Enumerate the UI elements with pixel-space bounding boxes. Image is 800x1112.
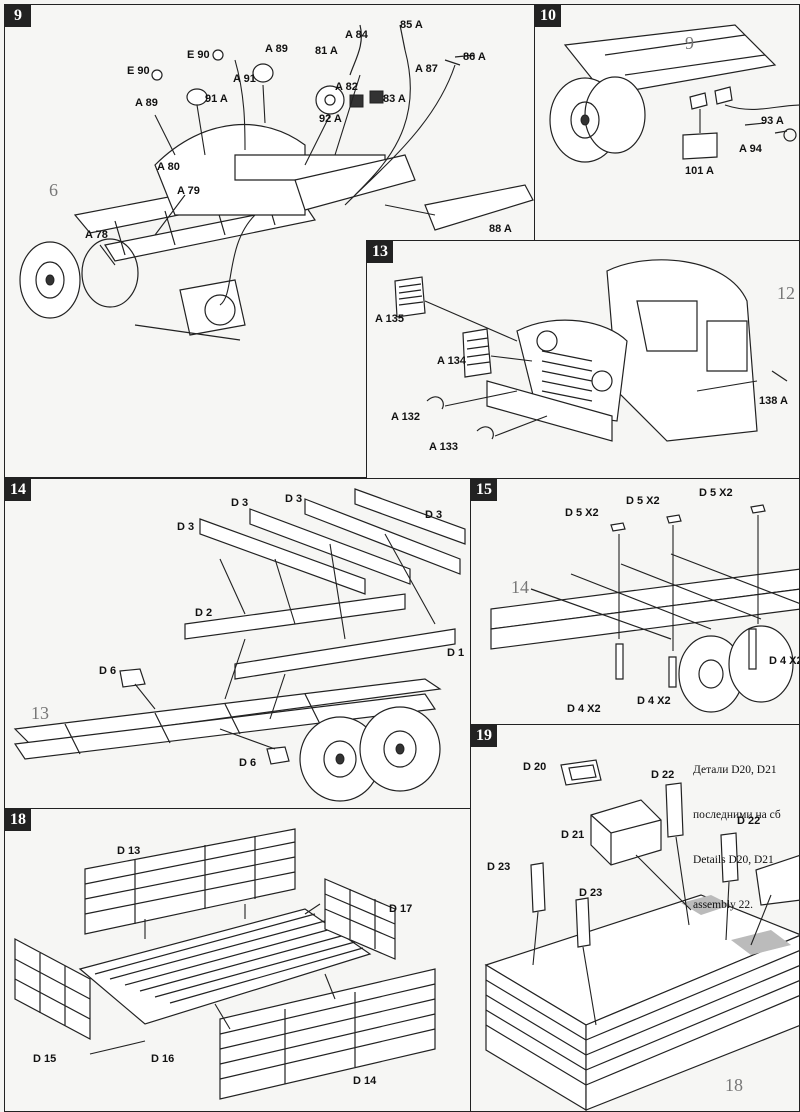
part-label: D 3	[177, 521, 195, 533]
part-label: A 80	[157, 161, 180, 173]
note-line: Details D20, D21	[693, 854, 774, 866]
part-label: D 3	[285, 493, 303, 505]
part-label: 83 A	[383, 93, 406, 105]
step-13-drawing	[394, 259, 788, 442]
step-15-drawing	[490, 504, 799, 713]
part-label: D 4 X2	[769, 655, 800, 667]
part-label: D 5 X2	[626, 495, 660, 507]
part-label: D 1	[447, 647, 465, 659]
part-label: A 87	[415, 63, 438, 75]
part-label: D 23	[487, 861, 511, 873]
part-label: D 23	[579, 887, 603, 899]
part-label: A 89	[265, 43, 288, 55]
part-label: D 21	[561, 829, 585, 841]
part-label: A 94	[739, 143, 762, 155]
part-label: A 133	[429, 441, 458, 453]
step-panel-18: 18 D 13 D 17 D 15 D 16 D 14	[4, 808, 472, 1112]
part-label: 81 A	[315, 45, 338, 57]
part-label: A 134	[437, 355, 466, 367]
part-label: A 84	[345, 29, 368, 41]
step-9-drawing	[19, 24, 534, 341]
part-label: A 91	[233, 73, 256, 85]
part-label: 93 A	[761, 115, 784, 127]
part-label: D 3	[231, 497, 249, 509]
step-number: 19	[471, 725, 497, 747]
part-label: D 6	[99, 665, 117, 677]
step-panel-19: 19 Детали D20, D21 последними на сб Deta…	[470, 724, 800, 1112]
part-label: A 82	[335, 81, 358, 93]
part-label: D 4 X2	[637, 695, 671, 707]
part-label: D 2	[195, 607, 213, 619]
part-label: D 13	[117, 845, 141, 857]
step-panel-10: 10 9 93 A A 94 101 A	[534, 4, 800, 242]
part-label: D 17	[389, 903, 413, 915]
part-label: D 4 X2	[567, 703, 601, 715]
part-label: A 135	[375, 313, 404, 325]
part-label: 138 A	[759, 395, 788, 407]
note-line: assembly 22.	[693, 899, 754, 911]
part-label: D 15	[33, 1053, 57, 1065]
part-label: A 89	[135, 97, 158, 109]
step-19-drawing	[484, 759, 799, 1111]
part-label: E 90	[127, 65, 150, 77]
step-number: 13	[367, 241, 393, 263]
step-number: 10	[535, 5, 561, 27]
part-label: A 78	[85, 229, 108, 241]
part-label: D 5 X2	[699, 487, 733, 499]
part-label: D 22	[737, 815, 761, 827]
part-label: D 3	[425, 509, 443, 521]
part-label: D 22	[651, 769, 675, 781]
part-label: D 6	[239, 757, 257, 769]
assembly-ref: 12	[777, 283, 795, 303]
step-number: 18	[5, 809, 31, 831]
step-18-drawing	[14, 828, 436, 1100]
step-14-drawing	[13, 488, 466, 802]
step-panel-15: 15 14 D 5 X2 D 5 X2 D 5 X2 D 4 X2 D 4 X2…	[470, 478, 800, 726]
part-label: 88 A	[489, 223, 512, 235]
part-label: D 20	[523, 761, 547, 773]
instruction-note: Детали D20, D21 последними на сб Details…	[693, 733, 781, 943]
assembly-ref: 9	[685, 33, 694, 53]
part-label: D 5 X2	[565, 507, 599, 519]
part-label: D 16	[151, 1053, 175, 1065]
part-label: E 90	[187, 49, 210, 61]
part-label: A 132	[391, 411, 420, 423]
step-number: 14	[5, 479, 31, 501]
assembly-ref: 13	[31, 703, 49, 723]
step-panel-13: 13 12 A 135 A 134 A 132 A 133 138 A	[366, 240, 800, 480]
step-10-drawing	[549, 24, 799, 163]
part-label: 92 A	[319, 113, 342, 125]
note-line: Детали D20, D21	[693, 764, 777, 776]
assembly-ref: 14	[511, 577, 529, 597]
step-number: 9	[5, 5, 31, 27]
note-line: последними на сб	[693, 809, 781, 821]
part-label: 91 A	[205, 93, 228, 105]
step-panel-14: 14 13 D 3 D 3 D 3 D 3 D 2 D 1 D 6 D 6	[4, 478, 472, 810]
part-label: 85 A	[400, 19, 423, 31]
step-number: 15	[471, 479, 497, 501]
part-label: 86 A	[463, 51, 486, 63]
part-label: D 14	[353, 1075, 377, 1087]
part-label: A 79	[177, 185, 200, 197]
assembly-ref: 6	[49, 180, 58, 200]
part-label: 101 A	[685, 165, 714, 177]
assembly-ref: 18	[725, 1075, 743, 1095]
